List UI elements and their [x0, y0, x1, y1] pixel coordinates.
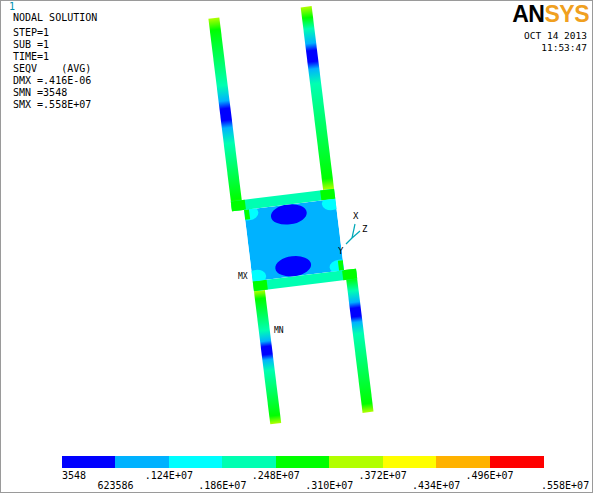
scale-value: 623586	[97, 480, 133, 491]
beam	[301, 6, 334, 190]
axis-label: Y	[338, 246, 343, 256]
logo-text: SYS	[544, 2, 589, 26]
axis-label: Z	[362, 224, 367, 234]
scale-value: .372E+07	[359, 470, 407, 481]
beam	[345, 269, 373, 413]
scale-value: .186E+07	[198, 480, 246, 491]
color-band	[383, 456, 437, 468]
junction	[342, 269, 357, 281]
min-marker: MN	[274, 326, 284, 335]
result-item: SEQV (AVG)	[13, 63, 91, 74]
beam	[208, 17, 243, 211]
min-stress: SMN =3548	[13, 87, 67, 98]
color-band	[62, 456, 116, 468]
structure	[208, 5, 373, 426]
junction	[320, 189, 335, 201]
color-band	[222, 456, 276, 468]
junction	[253, 280, 268, 292]
axis-label: X	[353, 211, 358, 221]
scale-value: .124E+07	[145, 470, 193, 481]
plot-date: OCT 14 2013	[524, 30, 587, 41]
junction	[231, 200, 246, 212]
max-marker: MX	[238, 272, 248, 281]
plot-title: NODAL SOLUTION	[13, 12, 97, 23]
color-band	[115, 456, 169, 468]
scale-value: .434E+07	[412, 480, 460, 491]
color-band	[329, 456, 383, 468]
step-info: STEP=1	[13, 27, 49, 38]
scale-value: .496E+07	[465, 470, 513, 481]
max-stress: SMX =.558E+07	[13, 99, 91, 110]
plot-time: 11:53:47	[541, 42, 587, 53]
beam	[254, 290, 281, 424]
time-info: TIME=1	[13, 51, 49, 62]
plate	[244, 199, 344, 282]
color-band	[169, 456, 223, 468]
color-band	[436, 456, 490, 468]
axis-triad	[346, 224, 360, 244]
window-number: 1	[9, 1, 15, 12]
scale-value: .310E+07	[305, 480, 353, 491]
color-band	[276, 456, 330, 468]
scale-value: .558E+07	[541, 480, 589, 491]
max-displacement: DMX =.416E-06	[13, 75, 91, 86]
substep-info: SUB =1	[13, 39, 49, 50]
scale-value: .248E+07	[252, 470, 300, 481]
logo-text: AN	[512, 2, 544, 26]
scale-value: 3548	[62, 470, 86, 481]
color-band	[490, 456, 544, 468]
